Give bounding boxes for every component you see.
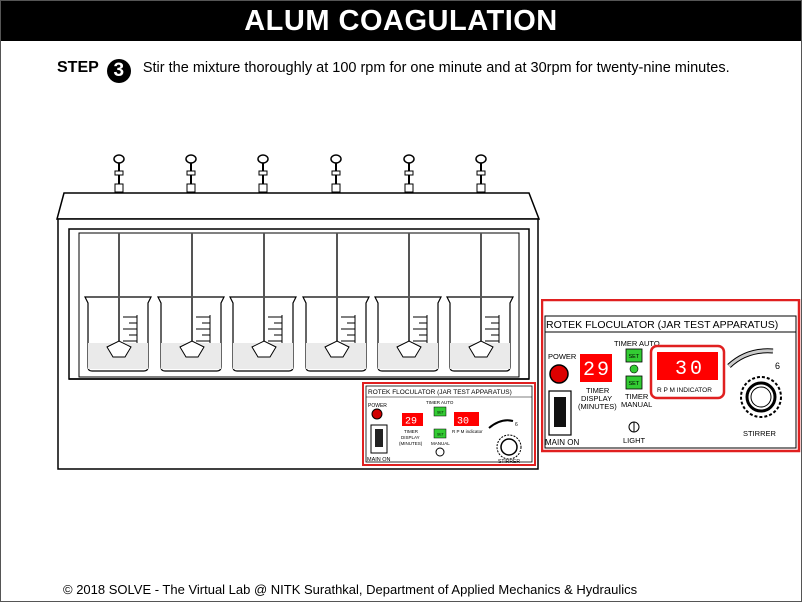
beaker-2[interactable]: [157, 233, 225, 372]
set-button-auto[interactable]: [625, 348, 643, 363]
beaker-3[interactable]: [229, 233, 297, 372]
small-set-button-2[interactable]: [433, 428, 447, 439]
small-manual-label: MANUAL: [431, 441, 450, 446]
rpm-indicator-label: R P M INDICATOR: [657, 387, 712, 394]
small-rpm-display: [454, 412, 479, 426]
step-instruction: STEP 3 Stir the mixture thoroughly at 10…: [52, 58, 772, 83]
main-on-label: MAIN ON: [545, 438, 579, 447]
small-rpm-label: R P M indicator: [452, 429, 483, 434]
timer-auto-label: TIMER AUTO: [614, 339, 660, 348]
small-set-label-2: SET: [437, 433, 445, 437]
dial-scale-mark: 6: [775, 361, 780, 371]
beaker-6[interactable]: [446, 233, 514, 372]
power-lamp: [549, 364, 569, 384]
rpm-display: [657, 352, 718, 380]
small-rpm-value: 30: [457, 417, 469, 428]
beaker-4[interactable]: [302, 233, 370, 372]
copyright-footer: © 2018 SOLVE - The Virtual Lab @ NITK Su…: [63, 582, 638, 597]
small-power-lamp: [371, 408, 383, 420]
small-set-label-1: SET: [437, 411, 445, 415]
small-power-label: POWER: [368, 403, 387, 409]
timer-label-1: TIMER: [586, 386, 610, 395]
beakers: [84, 233, 514, 372]
light-label: LIGHT: [623, 436, 646, 445]
timer-indicator-lamp: [629, 364, 639, 374]
small-timer-display: [402, 413, 423, 426]
small-set-button-1[interactable]: [433, 406, 447, 417]
small-timer-label-1: TIMER: [404, 429, 419, 434]
set-button-manual[interactable]: [625, 375, 643, 390]
stirrer-2[interactable]: [185, 154, 197, 193]
stirrer-6[interactable]: [475, 154, 487, 193]
stirrer-5[interactable]: [403, 154, 415, 193]
stirrer-1[interactable]: [113, 154, 125, 193]
small-timer-label-2: DISPLAY: [401, 435, 420, 440]
jar-test-apparatus: ROTEK FLOCULATOR (JAR TEST APPARATUS) PO…: [56, 154, 541, 470]
timer-manual-label-2: MANUAL: [621, 400, 652, 409]
timer-manual-label-1: TIMER: [625, 392, 649, 401]
rpm-highlight-frame: [649, 344, 726, 400]
stirrer-4[interactable]: [330, 154, 342, 193]
small-panel-title: ROTEK FLOCULATOR (JAR TEST APPARATUS): [368, 389, 512, 396]
timer-label-2: DISPLAY: [581, 394, 612, 403]
timer-value: 29: [583, 359, 611, 382]
timer-label-3: (MINUTES): [578, 402, 617, 411]
small-control-panel: ROTEK FLOCULATOR (JAR TEST APPARATUS) PO…: [362, 382, 536, 466]
step-text: Stir the mixture thoroughly at 100 rpm f…: [142, 60, 730, 76]
stirrer-3[interactable]: [257, 154, 269, 193]
control-panel: ROTEK FLOCULATOR (JAR TEST APPARATUS) PO…: [541, 299, 801, 453]
beaker-1[interactable]: [84, 233, 152, 372]
small-timer-label-3: (MINUTES): [399, 441, 423, 446]
set-label-auto: SET: [629, 354, 640, 360]
small-timer-value: 29: [405, 417, 417, 428]
set-label-manual: SET: [629, 381, 640, 387]
small-stirrer-label: STIRRER: [498, 459, 520, 465]
beaker-5[interactable]: [374, 233, 442, 372]
panel-title: ROTEK FLOCULATOR (JAR TEST APPARATUS): [546, 319, 778, 331]
stirrer-assemblies: [113, 154, 487, 193]
step-number-badge: 3: [106, 59, 131, 83]
timer-display: [580, 354, 612, 382]
small-dial-mark: 6: [515, 422, 518, 428]
stirrer-label: STIRRER: [743, 429, 777, 438]
small-light-knob[interactable]: [435, 447, 445, 457]
power-label: POWER: [548, 352, 577, 361]
small-timer-auto-label: TIMER AUTO: [426, 400, 454, 405]
step-label: STEP: [57, 59, 99, 76]
page-title: ALUM COAGULATION: [1, 1, 801, 41]
small-main-on-label: MAIN ON: [367, 457, 391, 463]
rpm-value: 30: [675, 358, 705, 381]
